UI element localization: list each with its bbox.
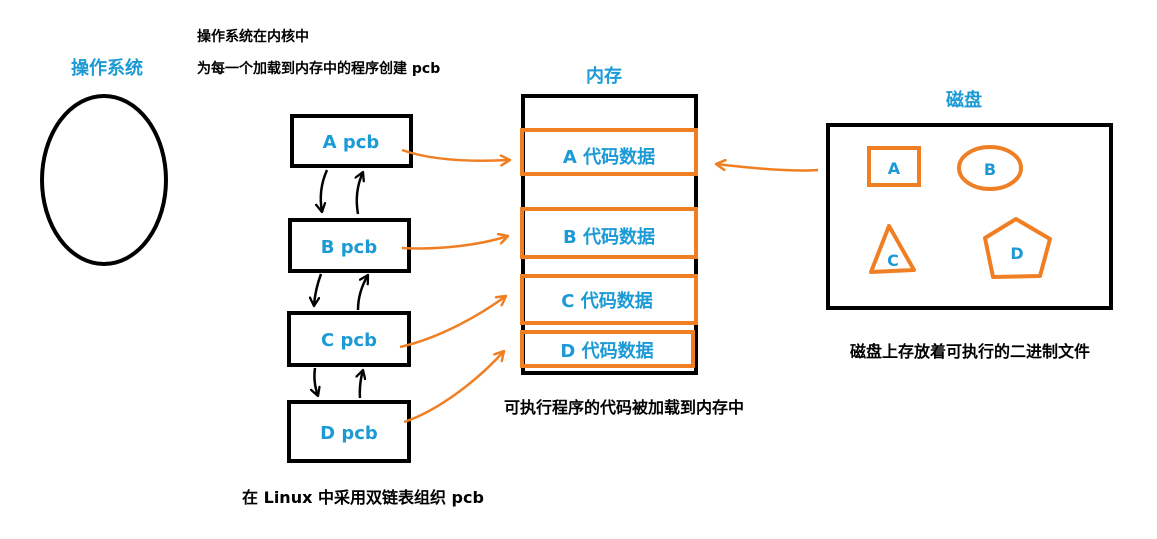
pcb-label-a: A pcb: [323, 132, 380, 153]
arrow-disk-to-memory: [716, 164, 819, 172]
memory-slot-d: [520, 330, 695, 368]
disk-box: [826, 123, 1113, 310]
arrow-pcb-d-to-memory: [403, 351, 504, 424]
arrow-c-to-b: [356, 275, 368, 311]
pcb-to-memory-arrows: [399, 148, 510, 424]
pcb-box-a: [290, 114, 413, 168]
disk-file-b-shape: [957, 145, 1023, 191]
memory-slot-label-c: C 代码数据: [561, 290, 652, 312]
memory-slot-label-d: D 代码数据: [560, 340, 653, 362]
pcb-label-d: D pcb: [320, 423, 378, 444]
memory-caption: 可执行程序的代码被加载到内存中: [504, 398, 744, 417]
arrow-a-to-b: [321, 169, 329, 212]
memory-slot-c: [520, 274, 698, 325]
arrow-pcb-c-to-memory: [399, 296, 506, 349]
disk-file-d-label: D: [1010, 244, 1023, 263]
arrow-c-to-d: [314, 367, 318, 396]
arrow-pcb-b-to-memory: [401, 236, 508, 250]
memory-slot-label-a: A 代码数据: [563, 146, 655, 168]
arrow-d-to-c: [360, 370, 363, 399]
pcb-label-c: C pcb: [321, 330, 377, 351]
disk-file-a-shape: [867, 146, 921, 187]
disk-file-a-label: A: [888, 159, 901, 178]
disk-title: 磁盘: [946, 89, 982, 111]
pcb-box-d: [287, 400, 411, 463]
memory-slot-a: [520, 128, 698, 176]
disk-file-d-shape: [983, 217, 1052, 279]
disk-file-c-label: C: [887, 251, 899, 270]
pcb-label-b: B pcb: [321, 237, 378, 258]
disk-file-b-label: B: [984, 160, 996, 179]
pcb-caption: 在 Linux 中采用双链表组织 pcb: [242, 488, 484, 507]
pcb-link-arrows: [314, 169, 368, 399]
memory-title: 内存: [586, 65, 622, 87]
disk-caption: 磁盘上存放着可执行的二进制文件: [850, 342, 1090, 361]
arrow-pcb-a-to-memory: [401, 148, 510, 161]
pcb-box-b: [288, 218, 411, 273]
os-note-line1: 操作系统在内核中: [197, 28, 309, 45]
pcb-box-c: [287, 311, 411, 367]
memory-slot-b: [520, 207, 698, 259]
disk-files: A B C D: [867, 145, 1052, 279]
arrow-b-to-c: [314, 273, 323, 306]
disk-file-c-shape: [869, 224, 916, 274]
memory-slot-label-b: B 代码数据: [563, 226, 655, 248]
os-title: 操作系统: [71, 57, 143, 79]
os-ellipse: [40, 94, 168, 266]
arrow-b-to-a: [357, 172, 363, 215]
os-note-line2: 为每一个加载到内存中的程序创建 pcb: [197, 60, 440, 77]
memory-slots: A 代码数据 B 代码数据 C 代码数据 D 代码数据: [520, 128, 698, 368]
pcb-list: A pcb B pcb C pcb D pcb: [287, 114, 413, 463]
